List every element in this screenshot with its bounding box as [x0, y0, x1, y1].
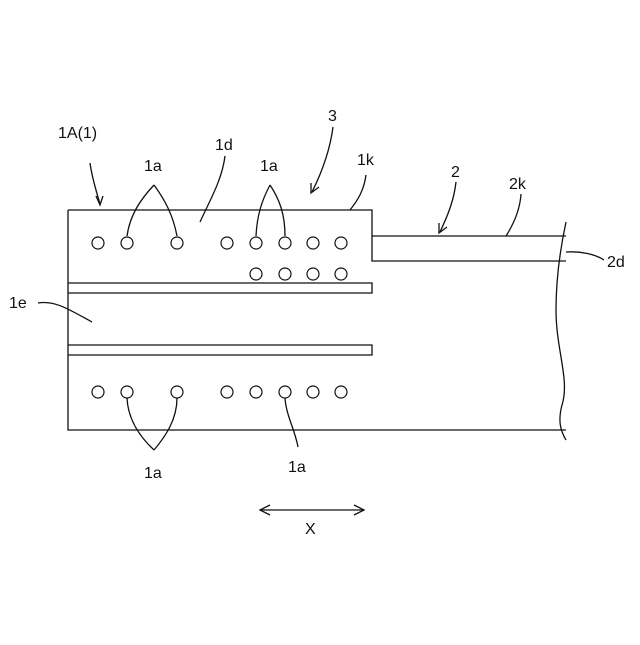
label-1a-bottom-left: 1a	[144, 465, 162, 482]
hole	[221, 237, 233, 249]
leader-2k	[506, 194, 521, 236]
hole	[171, 237, 183, 249]
x-direction-arrow	[260, 505, 364, 515]
leader-1a-bottom-right	[285, 398, 298, 447]
hole	[307, 237, 319, 249]
leader-1d	[200, 156, 225, 222]
hole	[250, 386, 262, 398]
label-1a-top-left: 1a	[144, 158, 162, 175]
leader-1a-bottom-left	[127, 398, 177, 450]
leader-1e	[38, 302, 92, 322]
label-1a-top-right: 1a	[260, 158, 278, 175]
hole	[279, 268, 291, 280]
holes-top-row	[92, 237, 347, 249]
hole	[279, 237, 291, 249]
leader-1k	[350, 175, 366, 210]
hole	[121, 386, 133, 398]
hole	[171, 386, 183, 398]
holes-second-row	[250, 268, 347, 280]
hole	[92, 386, 104, 398]
label-1A: 1A(1)	[58, 125, 97, 142]
torn-edge	[556, 222, 566, 440]
label-x: X	[305, 521, 316, 538]
hole	[335, 386, 347, 398]
leader-2	[440, 182, 456, 232]
label-2: 2	[451, 164, 460, 181]
hole	[307, 386, 319, 398]
leader-1A	[90, 163, 100, 204]
leader-2d	[566, 252, 604, 260]
hole	[250, 237, 262, 249]
slot-1e	[68, 283, 372, 355]
hole	[335, 268, 347, 280]
label-1a-bottom-right: 1a	[288, 459, 306, 476]
hole	[221, 386, 233, 398]
leader-3	[312, 127, 333, 192]
hole	[307, 268, 319, 280]
hole	[250, 268, 262, 280]
hole	[121, 237, 133, 249]
hole	[335, 237, 347, 249]
label-3: 3	[328, 108, 337, 125]
hole	[279, 386, 291, 398]
holes-bottom-row	[92, 386, 347, 398]
label-1d: 1d	[215, 137, 233, 154]
label-1k: 1k	[357, 152, 375, 169]
hole	[92, 237, 104, 249]
label-2k: 2k	[509, 176, 527, 193]
label-1e: 1e	[9, 295, 27, 312]
label-2d: 2d	[607, 254, 625, 271]
